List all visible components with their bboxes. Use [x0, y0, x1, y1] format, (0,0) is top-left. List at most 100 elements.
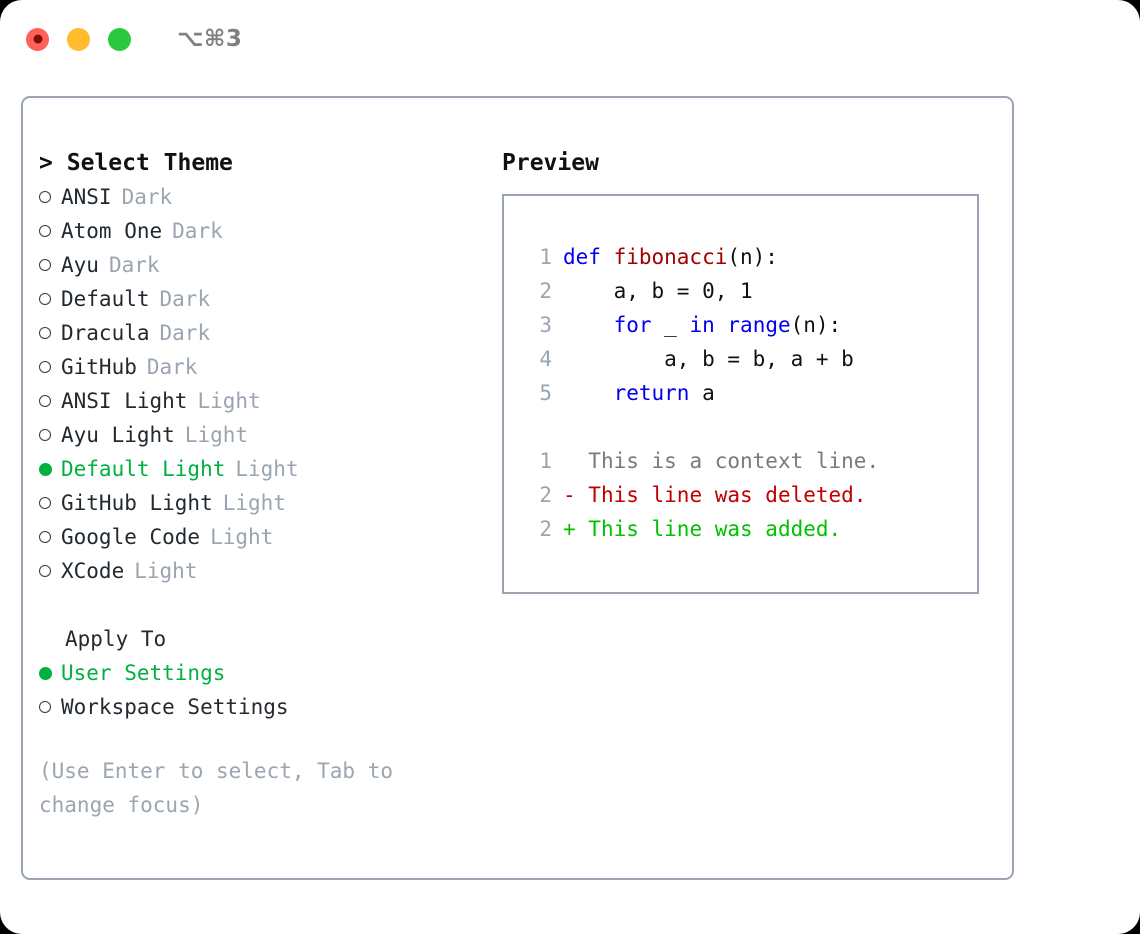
diff-line: 2- This line was deleted. [522, 478, 977, 512]
radio-dot [39, 666, 52, 680]
code-token: range [727, 313, 791, 337]
line-number: 2 [539, 483, 552, 507]
diff-line: 2+ This line was added. [522, 512, 977, 546]
line-number: 4 [539, 347, 552, 371]
code-line: 5 return a [522, 376, 977, 410]
radio-unselected-icon[interactable] [39, 327, 61, 339]
theme-name: Ayu Light [61, 423, 175, 447]
theme-mode-badge: Light [222, 491, 286, 515]
code-text: for _ in range(n): [563, 308, 842, 342]
diff-sample: 1 This is a context line.2- This line wa… [522, 444, 977, 546]
code-token [563, 313, 614, 337]
theme-list-item[interactable]: GitHub Light Light [39, 486, 493, 520]
code-token: def [563, 245, 614, 269]
radio-unselected-icon[interactable] [39, 191, 61, 203]
code-token: (n): [790, 313, 842, 337]
code-token: a [689, 381, 715, 405]
line-number: 1 [539, 245, 552, 269]
radio-dot [39, 225, 51, 237]
theme-mode-badge: Light [184, 423, 249, 447]
theme-mode-badge: Light [134, 559, 198, 583]
theme-name: Ayu [61, 253, 99, 277]
theme-name: Dracula [61, 321, 150, 345]
radio-unselected-icon[interactable] [39, 429, 61, 441]
theme-mode-badge: Dark [146, 355, 198, 379]
theme-name: XCode [61, 559, 125, 583]
code-text: return a [563, 376, 715, 410]
line-number: 1 [539, 449, 552, 473]
theme-list-item[interactable]: Ayu Light Light [39, 418, 493, 452]
theme-mode-badge: Light [210, 525, 274, 549]
line-number: 5 [539, 381, 552, 405]
theme-name: ANSI Light [61, 389, 188, 413]
theme-name: GitHub Light [61, 491, 213, 515]
keyboard-hint: (Use Enter to select, Tab to change focu… [39, 759, 394, 817]
theme-name: Google Code [61, 525, 201, 549]
radio-dot [39, 293, 51, 305]
theme-mode-badge: Dark [159, 287, 211, 311]
code-token: a, b = b, a + b [563, 347, 854, 371]
code-token [715, 313, 728, 337]
radio-unselected-icon[interactable] [39, 497, 61, 509]
theme-mode-badge: Light [235, 457, 299, 481]
maximize-button[interactable] [108, 27, 131, 51]
select-theme-title: Select Theme [66, 150, 233, 176]
theme-list-item[interactable]: Default Dark [39, 282, 493, 316]
theme-list-item[interactable]: XCode Light [39, 554, 493, 588]
apply-to-title: Apply To [65, 627, 167, 651]
radio-selected-icon[interactable] [39, 666, 61, 680]
radio-dot [39, 565, 51, 577]
close-button[interactable] [26, 27, 49, 51]
radio-unselected-icon[interactable] [39, 259, 61, 271]
theme-list-item[interactable]: Google Code Light [39, 520, 493, 554]
radio-unselected-icon[interactable] [39, 361, 61, 373]
radio-dot [39, 361, 51, 373]
radio-unselected-icon[interactable] [39, 225, 61, 237]
radio-dot [39, 531, 51, 543]
preview-header: Preview [502, 150, 599, 176]
radio-unselected-icon[interactable] [39, 701, 61, 713]
code-line: 4 a, b = b, a + b [522, 342, 977, 376]
radio-unselected-icon[interactable] [39, 395, 61, 407]
diff-text: This line was added. [588, 517, 842, 541]
radio-dot [39, 497, 51, 509]
apply-to-item[interactable]: Workspace Settings [39, 690, 493, 724]
radio-unselected-icon[interactable] [39, 293, 61, 305]
theme-mode-badge: Dark [172, 219, 223, 243]
window-title: ⌥⌘3 [177, 26, 243, 52]
code-token: a, b = 0, 1 [563, 279, 753, 303]
diff-marker [563, 444, 588, 478]
radio-dot [39, 191, 51, 203]
theme-list-item[interactable]: Atom One Dark [39, 214, 493, 248]
code-token: (n): [727, 245, 778, 269]
diff-line: 1 This is a context line. [522, 444, 977, 478]
code-token: fibonacci [613, 245, 728, 269]
apply-to-item[interactable]: User Settings [39, 656, 493, 690]
radio-unselected-icon[interactable] [39, 565, 61, 577]
select-theme-header: > Select Theme [39, 146, 493, 180]
minimize-button[interactable] [67, 27, 90, 51]
radio-dot [39, 462, 52, 476]
theme-name: ANSI [61, 185, 112, 209]
code-token: in [689, 313, 715, 337]
radio-selected-icon[interactable] [39, 462, 61, 476]
line-number: 2 [539, 517, 552, 541]
theme-name: Default [61, 287, 150, 311]
theme-name: Atom One [61, 219, 163, 243]
radio-unselected-icon[interactable] [39, 531, 61, 543]
apply-to-label: User Settings [61, 661, 226, 685]
line-number: 3 [539, 313, 552, 337]
